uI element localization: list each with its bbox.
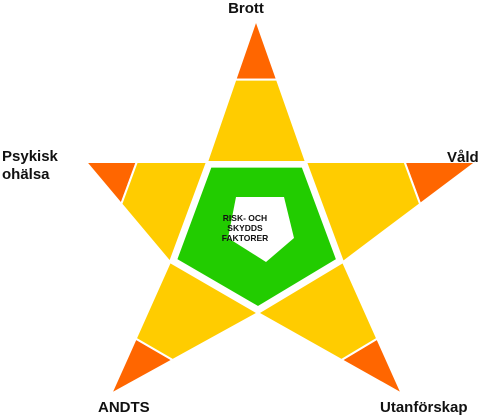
center-label: RISK- OCH SKYDDS FAKTORER bbox=[221, 213, 269, 243]
core-group bbox=[228, 197, 294, 262]
band-brott bbox=[206, 78, 307, 163]
band-psykisk-ohalsa bbox=[120, 161, 208, 263]
label-vald: Våld bbox=[447, 149, 479, 166]
core-pentagon bbox=[228, 197, 294, 262]
tip-brott bbox=[234, 19, 278, 81]
label-psykisk-ohalsa: Psykisk ohälsa bbox=[2, 148, 58, 183]
label-andts: ANDTS bbox=[98, 399, 150, 416]
middle-bands-group bbox=[120, 78, 422, 361]
label-brott: Brott bbox=[228, 0, 264, 17]
label-utanforskap: Utanförskap bbox=[380, 399, 468, 416]
